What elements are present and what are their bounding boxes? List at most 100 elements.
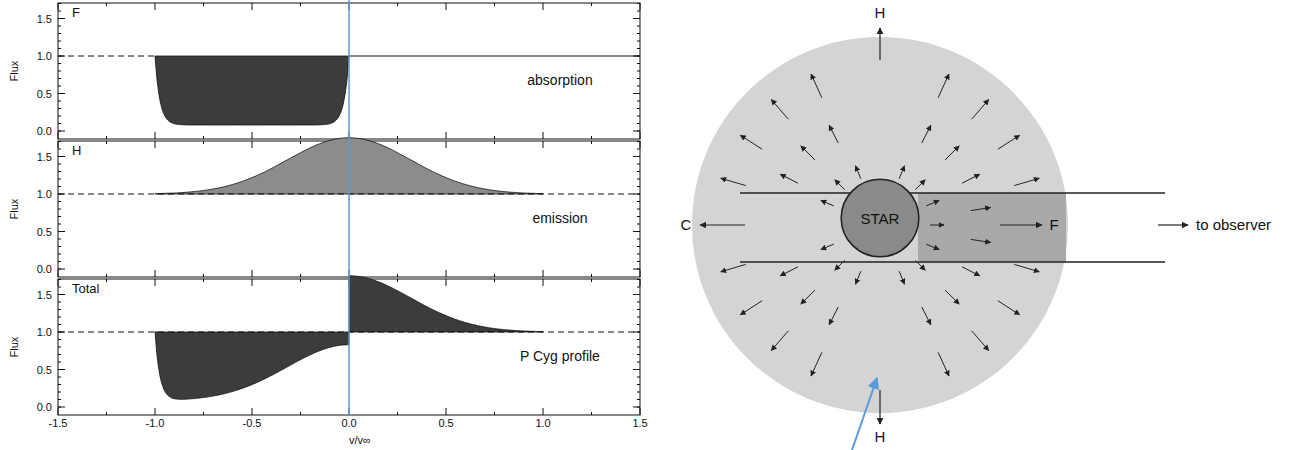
- tick: [633, 231, 640, 232]
- tick: [300, 3, 301, 6]
- observer-arrow: [1158, 224, 1188, 225]
- wind-arrow: [962, 174, 980, 183]
- tick: [446, 408, 447, 415]
- minor-tick: [58, 399, 61, 400]
- minor-tick: [637, 231, 640, 232]
- tick: [640, 3, 641, 10]
- arrow-up: [879, 28, 880, 60]
- tick: [633, 294, 640, 295]
- label: -1.5: [49, 417, 68, 429]
- tick: [106, 412, 107, 415]
- tick: [494, 3, 495, 6]
- minor-tick: [637, 302, 640, 303]
- tick: [155, 3, 156, 10]
- panel-title: P Cyg profile: [520, 349, 600, 364]
- label: F: [1049, 217, 1058, 234]
- tick: [203, 3, 204, 6]
- minor-tick: [58, 287, 61, 288]
- tick: [591, 3, 592, 6]
- tick: [494, 136, 495, 139]
- wind-arrow: [899, 166, 904, 179]
- tick: [106, 279, 107, 282]
- minor-tick: [58, 339, 61, 340]
- tick: [397, 274, 398, 277]
- wind-arrow: [998, 301, 1020, 315]
- minor-tick: [58, 123, 61, 124]
- wind-arrow: [780, 174, 798, 183]
- minor-tick: [637, 186, 640, 187]
- minor-tick: [637, 269, 640, 270]
- absorption-trough: [155, 56, 349, 125]
- wind-arrow: [899, 271, 904, 284]
- tick: [155, 141, 156, 148]
- label: Flux: [8, 61, 20, 82]
- label: Flux: [8, 199, 20, 220]
- tick: [155, 279, 156, 286]
- tick: [155, 132, 156, 139]
- minor-tick: [637, 156, 640, 157]
- tick: [633, 93, 640, 94]
- tick: [58, 231, 65, 232]
- minor-tick: [637, 26, 640, 27]
- tick: [633, 131, 640, 132]
- minor-tick: [58, 377, 61, 378]
- wind-arrow: [938, 74, 949, 98]
- tick: [640, 132, 641, 139]
- label: v/v∞: [349, 434, 371, 446]
- tick: [494, 274, 495, 277]
- minor-tick: [58, 216, 61, 217]
- wind-arrow: [811, 352, 822, 376]
- minor-tick: [58, 63, 61, 64]
- wind-arrow: [922, 307, 931, 325]
- minor-tick: [58, 239, 61, 240]
- tick: [58, 132, 59, 139]
- wind-arrow: [721, 178, 746, 185]
- minor-tick: [637, 116, 640, 117]
- minor-tick: [58, 261, 61, 262]
- zero-velocity-line: [348, 0, 350, 415]
- label: 1.0: [37, 188, 52, 200]
- tick: [633, 369, 640, 370]
- label: 0.5: [438, 417, 453, 429]
- tick: [58, 369, 65, 370]
- tick: [58, 294, 65, 295]
- tick: [397, 3, 398, 6]
- minor-tick: [637, 108, 640, 109]
- minor-tick: [637, 324, 640, 325]
- panel-title: emission: [532, 211, 587, 226]
- minor-tick: [58, 33, 61, 34]
- minor-tick: [637, 347, 640, 348]
- minor-tick: [58, 201, 61, 202]
- minor-tick: [58, 407, 61, 408]
- minor-tick: [58, 231, 61, 232]
- tick: [591, 136, 592, 139]
- label: 0.0: [37, 263, 52, 275]
- wind-arrow: [926, 201, 939, 206]
- minor-tick: [58, 101, 61, 102]
- minor-tick: [637, 41, 640, 42]
- label: -1.0: [146, 417, 165, 429]
- tick: [203, 136, 204, 139]
- minor-tick: [58, 302, 61, 303]
- minor-tick: [58, 179, 61, 180]
- minor-tick: [58, 171, 61, 172]
- tick: [397, 279, 398, 282]
- minor-tick: [58, 362, 61, 363]
- minor-tick: [637, 354, 640, 355]
- wind-arrow: [998, 135, 1020, 149]
- wind-arrow: [829, 307, 838, 325]
- label: 1.0: [37, 326, 52, 338]
- wind-arrow: [835, 180, 845, 190]
- label: 1.5: [37, 13, 52, 25]
- minor-tick: [58, 149, 61, 150]
- wind-arrow: [771, 100, 788, 120]
- star-disc: [841, 179, 919, 257]
- minor-tick: [58, 86, 61, 87]
- tick: [300, 274, 301, 277]
- arrow-right: [1000, 224, 1042, 225]
- wind-arrow: [835, 260, 845, 270]
- minor-tick: [637, 399, 640, 400]
- tick: [203, 279, 204, 282]
- minor-tick: [637, 392, 640, 393]
